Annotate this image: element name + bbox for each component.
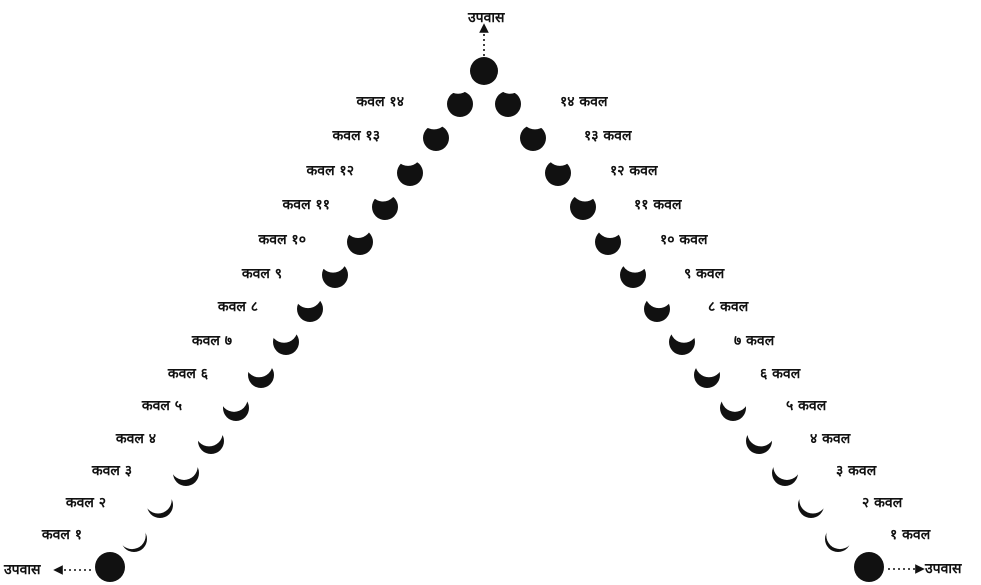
right-moon-shadow-2 bbox=[799, 486, 826, 513]
right-label-10: १० कवल bbox=[660, 232, 708, 248]
left-moon-6 bbox=[245, 350, 274, 388]
left-moon-shadow-11 bbox=[369, 174, 396, 201]
left-moon-7 bbox=[270, 315, 299, 355]
right-label-3: ३ कवल bbox=[836, 463, 877, 479]
left-moon-10 bbox=[344, 211, 373, 255]
left-label-5: कवल ५ bbox=[141, 398, 182, 414]
right-moon-13 bbox=[520, 102, 549, 151]
left-label-12: कवल १२ bbox=[306, 163, 354, 179]
left-label-11: कवल ११ bbox=[282, 197, 330, 213]
left-label-7: कवल ७ bbox=[191, 333, 232, 349]
right-moon-shadow-10 bbox=[596, 211, 623, 238]
left-moon-shadow-6 bbox=[245, 350, 272, 377]
right-label-6: ६ कवल bbox=[760, 366, 801, 382]
right-label-1: १ कवल bbox=[890, 527, 931, 543]
left-moon-shadow-12 bbox=[394, 139, 421, 166]
right-moon-6 bbox=[694, 350, 723, 388]
right-moon-disc-14 bbox=[495, 91, 521, 117]
bottom-right-fast-label: उपवास bbox=[924, 561, 962, 577]
right-moon-8 bbox=[644, 281, 673, 322]
left-moon-8 bbox=[294, 281, 323, 322]
right-moon-shadow-1 bbox=[826, 522, 853, 549]
right-label-14: १४ कवल bbox=[560, 94, 608, 110]
right-moon-shadow-13 bbox=[521, 102, 548, 129]
left-label-14: कवल १४ bbox=[356, 94, 404, 110]
left-moon-shadow-8 bbox=[294, 281, 321, 308]
left-label-13: कवल १३ bbox=[332, 128, 380, 144]
right-moon-10 bbox=[595, 211, 624, 255]
left-label-4: कवल ४ bbox=[115, 431, 156, 447]
right-arm-phases: १४ कवल १३ कवल १२ कवल ११ कवल १० कवल ९ कवल ८ कवल… bbox=[495, 67, 931, 552]
right-moon-shadow-11 bbox=[571, 174, 598, 201]
left-moon-shadow-1 bbox=[118, 522, 145, 549]
right-moon-shadow-6 bbox=[695, 350, 722, 377]
left-label-10: कवल १० bbox=[258, 232, 306, 248]
right-label-5: ५ कवल bbox=[786, 398, 827, 414]
right-moon-shadow-7 bbox=[670, 315, 697, 342]
right-moon-shadow-8 bbox=[645, 281, 672, 308]
bottom-right-moon bbox=[854, 552, 884, 582]
left-moon-4 bbox=[195, 419, 224, 454]
right-moon-shadow-5 bbox=[721, 385, 748, 412]
right-moon-shadow-14 bbox=[496, 67, 523, 94]
left-label-9: कवल ९ bbox=[241, 266, 282, 282]
right-label-11: ११ कवल bbox=[634, 197, 682, 213]
left-label-1: कवल १ bbox=[41, 527, 82, 543]
left-moon-5 bbox=[220, 385, 249, 421]
left-moon-shadow-7 bbox=[270, 315, 297, 342]
right-moon-3 bbox=[772, 453, 801, 486]
left-arm-phases: कवल १४ कवल १३ कवल १२ कवल ११ कवल १० कवल ९ कवल ८… bbox=[41, 67, 473, 552]
right-label-9: ९ कवल bbox=[684, 266, 725, 282]
right-moon-4 bbox=[746, 419, 775, 454]
right-moon-7 bbox=[669, 315, 698, 355]
right-moon-2 bbox=[798, 486, 827, 518]
top-fast-label: उपवास bbox=[467, 10, 505, 26]
left-moon-shadow-14 bbox=[444, 67, 471, 94]
left-label-3: कवल ३ bbox=[91, 463, 132, 479]
left-moon-shadow-2 bbox=[144, 486, 171, 513]
right-moon-14 bbox=[495, 67, 524, 117]
bottom-left-moon bbox=[95, 552, 125, 582]
right-moon-shadow-12 bbox=[546, 139, 573, 166]
left-moon-shadow-13 bbox=[420, 102, 447, 129]
left-moon-13 bbox=[420, 102, 449, 151]
right-label-13: १३ कवल bbox=[584, 128, 632, 144]
bottom-left-fast-label: उपवास bbox=[3, 562, 41, 578]
left-moon-shadow-4 bbox=[195, 419, 222, 446]
right-moon-9 bbox=[620, 245, 649, 288]
left-label-2: कवल २ bbox=[65, 495, 106, 511]
left-moon-11 bbox=[369, 174, 398, 220]
left-moon-12 bbox=[394, 139, 423, 186]
left-moon-disc-14 bbox=[447, 91, 473, 117]
left-label-6: कवल ६ bbox=[167, 366, 209, 382]
left-label-8: कवल ८ bbox=[217, 299, 258, 315]
left-moon-shadow-5 bbox=[220, 385, 247, 412]
left-moon-9 bbox=[319, 245, 348, 288]
left-moon-shadow-9 bbox=[319, 245, 346, 272]
right-label-12: १२ कवल bbox=[610, 163, 658, 179]
left-moon-shadow-10 bbox=[344, 211, 371, 238]
left-moon-3 bbox=[170, 453, 199, 486]
left-moon-shadow-3 bbox=[170, 453, 197, 480]
right-label-8: ८ कवल bbox=[708, 299, 749, 315]
right-moon-11 bbox=[570, 174, 599, 220]
right-moon-5 bbox=[720, 385, 749, 421]
right-moon-12 bbox=[545, 139, 574, 186]
left-moon-14 bbox=[444, 67, 473, 117]
top-full-moon bbox=[470, 57, 498, 85]
left-moon-2 bbox=[144, 486, 173, 518]
right-moon-shadow-9 bbox=[621, 245, 648, 272]
right-moon-1 bbox=[825, 522, 854, 552]
right-moon-shadow-4 bbox=[747, 419, 774, 446]
left-moon-1 bbox=[118, 522, 147, 552]
right-label-4: ४ कवल bbox=[810, 431, 851, 447]
right-label-7: ७ कवल bbox=[734, 333, 775, 349]
right-moon-shadow-3 bbox=[773, 453, 800, 480]
right-label-2: २ कवल bbox=[862, 495, 903, 511]
